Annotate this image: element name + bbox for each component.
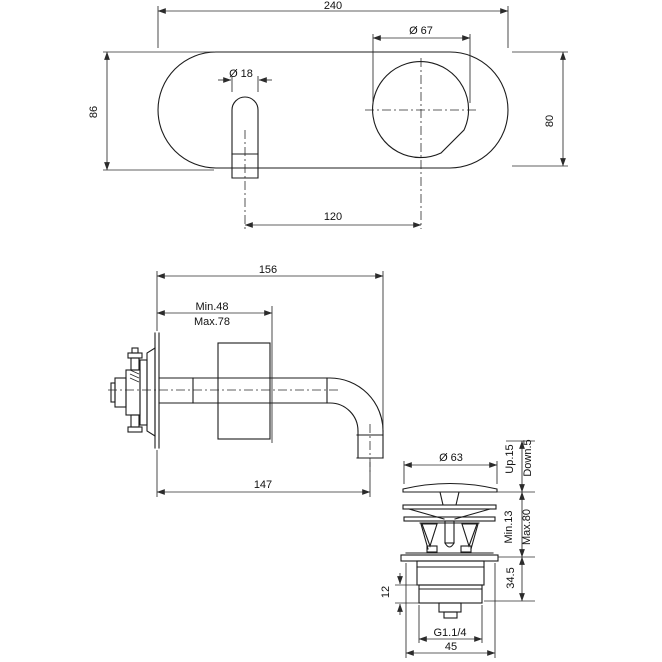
drain-view: Ø 63 Up.15 Down.5 Min.13 Max.80 34.5 12 … xyxy=(380,439,535,658)
dim-travel-up: Up.15 xyxy=(504,444,516,473)
drain-clip-left xyxy=(421,523,438,548)
handle-outline xyxy=(372,61,470,159)
wall-plate-outline xyxy=(157,51,509,169)
spout-bend xyxy=(329,377,384,432)
drain-thread xyxy=(418,584,483,604)
dim-cap-diameter: Ø 63 xyxy=(439,452,463,464)
front-view: 240 86 80 Ø 67 Ø 18 120 xyxy=(88,0,568,229)
dim-height-left: 86 xyxy=(88,106,100,118)
dim-thread-size: G1.1/4 xyxy=(433,627,466,639)
escutcheon-profile xyxy=(146,347,156,437)
valve-body xyxy=(125,369,141,416)
dim-depth-min: Min.13 xyxy=(503,510,515,543)
dim-spout-diameter: Ø 18 xyxy=(229,68,253,80)
drain-cap xyxy=(402,482,498,493)
dim-centers-distance: 120 xyxy=(324,211,342,223)
dim-handle-diameter: Ø 67 xyxy=(409,25,433,37)
dim-thread-length: 12 xyxy=(380,586,392,598)
spout-front xyxy=(231,96,259,179)
dim-depth-max: Max.80 xyxy=(521,509,533,545)
dim-height-right: 80 xyxy=(544,115,556,127)
side-view: 156 Min.48 Max.78 147 xyxy=(108,264,384,497)
drain-clip-right xyxy=(461,523,478,548)
dim-wall-min: Min.48 xyxy=(195,301,228,313)
drain-body xyxy=(416,560,485,586)
dim-overall-depth: 156 xyxy=(259,264,277,276)
dim-overall-width: 240 xyxy=(324,0,342,12)
dim-spout-reach: 147 xyxy=(254,479,272,491)
dim-wall-max: Max.78 xyxy=(194,316,230,328)
dim-travel-down: Down.5 xyxy=(522,439,534,476)
dim-body-height: 34.5 xyxy=(505,567,517,588)
drain-flange xyxy=(400,554,499,562)
rough-in-body xyxy=(217,342,271,440)
dim-body-width: 45 xyxy=(445,641,457,653)
